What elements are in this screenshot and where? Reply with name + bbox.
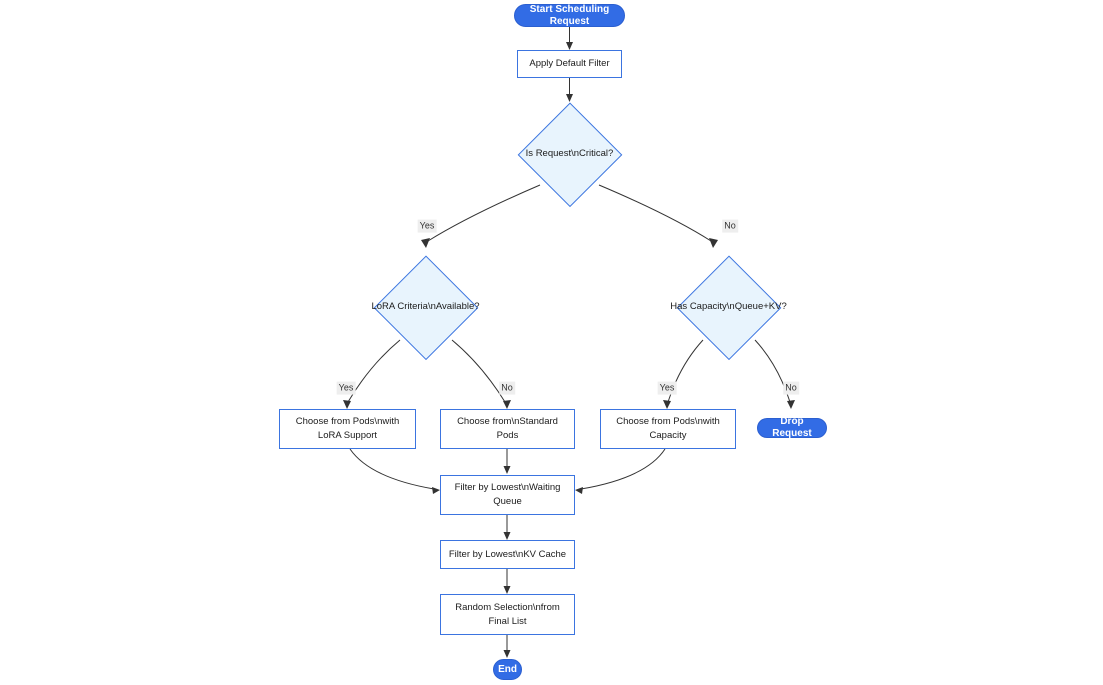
arrowhead-filter-queue-left [432,487,440,494]
node-filter-waiting-queue-line1: Filter by Lowest\nWaiting [454,482,561,494]
arrowhead-pods-standard [503,400,511,409]
arrowhead-end [503,650,511,658]
edge-label-capacity-no: No [783,381,799,395]
edge-label-critical-no: No [722,219,738,233]
arrowhead-filter-queue-right [575,487,583,494]
node-choose-pods-with-lora-support[interactable]: Choose from Pods\nwith LoRA Support [279,409,416,449]
arrowhead-random-select [503,586,511,594]
node-random-selection-line1: Random Selection\nfrom [455,601,560,613]
edge-label-critical-yes: Yes [417,219,437,233]
node-random-selection-from-final-list[interactable]: Random Selection\nfrom Final List [440,594,575,635]
edge-label-lora-no: No [499,381,515,395]
arrowhead-drop-request [787,400,795,409]
node-choose-pods-with-capacity[interactable]: Choose from Pods\nwith Capacity [600,409,736,449]
arrowhead-is-critical [566,94,573,102]
node-choose-standard-pods-line2: Pods [496,430,519,441]
node-choose-pods-capacity-line1: Choose from Pods\nwith [616,416,720,428]
node-random-selection-line2: Final List [488,615,527,627]
node-filter-kv-cache-label: Filter by Lowest\nKV Cache [448,548,567,560]
node-has-capacity[interactable]: Has Capacity\nQueue+KV? [670,254,787,361]
node-start[interactable]: Start Scheduling Request [514,4,625,27]
node-choose-pods-capacity-line2: Capacity [649,430,687,441]
node-apply-default-filter-label: Apply Default Filter [529,58,610,70]
edge-label-capacity-yes: Yes [657,381,677,395]
arrowhead-pods-capacity [663,400,671,409]
node-choose-pods-lora-line2: LoRA Support [317,430,378,441]
arrowhead-filter-kv [503,532,511,540]
node-start-label: Start Scheduling Request [529,3,610,27]
node-has-capacity-label: Has Capacity\nQueue+KV? [670,301,787,313]
edge-pods-lora-to-filter-queue [349,448,435,490]
node-end[interactable]: End [493,659,522,680]
node-drop-request-label: Drop Request [772,416,812,439]
node-filter-by-lowest-waiting-queue[interactable]: Filter by Lowest\nWaiting Queue [440,475,575,515]
arrowhead-apply-filter [566,42,573,50]
node-choose-standard-pods-line1: Choose from\nStandard [457,416,558,428]
node-choose-standard-pods[interactable]: Choose from\nStandard Pods [440,409,575,449]
node-lora-criteria-available-label: LoRA Criteria\nAvailable? [371,301,480,313]
arrowhead-lora-criteria [421,238,430,248]
edge-label-lora-yes: Yes [336,381,356,395]
node-lora-criteria-available[interactable]: LoRA Criteria\nAvailable? [371,254,480,361]
node-filter-by-lowest-kv-cache[interactable]: Filter by Lowest\nKV Cache [440,540,575,569]
node-apply-default-filter[interactable]: Apply Default Filter [517,50,622,78]
node-choose-pods-lora-line1: Choose from Pods\nwith [295,416,400,428]
arrowhead-filter-queue-top [503,466,511,474]
arrowhead-pods-lora [343,400,351,409]
edge-pods-capacity-to-filter-queue [580,448,666,490]
node-is-request-critical-label: Is Request\nCritical? [525,148,614,160]
node-drop-request[interactable]: Drop Request [757,416,827,439]
node-end-label: End [498,663,517,675]
arrowhead-has-capacity [709,238,718,248]
node-filter-waiting-queue-line2: Queue [493,496,522,507]
node-is-request-critical[interactable]: Is Request\nCritical? [516,101,623,208]
